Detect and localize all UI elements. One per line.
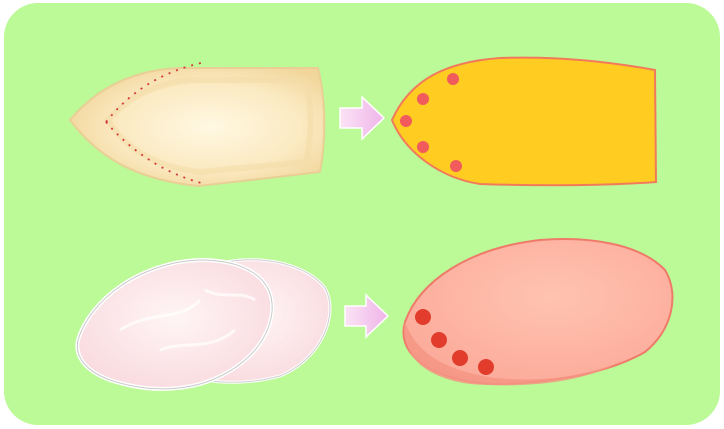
row2-after-pink-piece (403, 239, 672, 385)
yellow-pastry-dot (450, 160, 462, 172)
row1-before-pastry (70, 62, 324, 186)
pastry-shape (70, 68, 324, 186)
row2-arrow-right-icon (345, 295, 388, 337)
yellow-pastry-dot (417, 141, 429, 153)
row1-after-yellow-pastry (392, 58, 656, 186)
yellow-pastry-shape (392, 58, 656, 186)
yellow-pastry-dot (400, 115, 412, 127)
row2-before-slices (77, 260, 330, 389)
pink-piece-dot (478, 359, 494, 375)
pink-piece-dot (431, 332, 447, 348)
yellow-pastry-dot (447, 73, 459, 85)
pink-piece-dot (415, 309, 431, 325)
row1-arrow-right-icon (340, 97, 384, 139)
pink-piece-base (403, 239, 672, 384)
yellow-pastry-dot (417, 93, 429, 105)
pink-piece-dot (452, 350, 468, 366)
